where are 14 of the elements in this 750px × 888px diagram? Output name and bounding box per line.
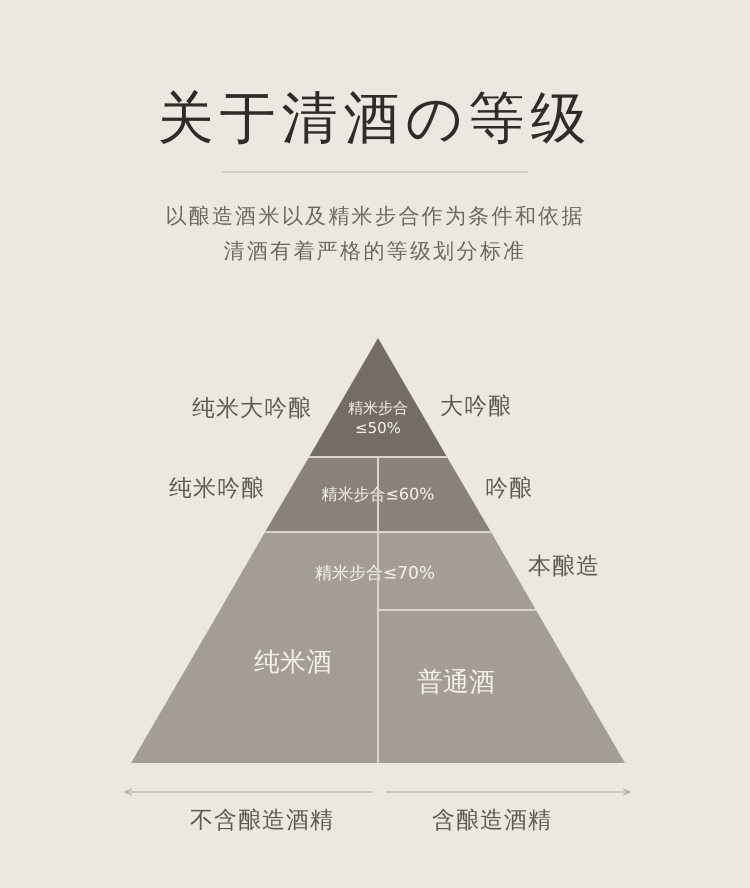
grade-label: 吟酿: [485, 474, 533, 504]
pyramid-tier: [378, 610, 625, 763]
title: 关于清酒の等级: [156, 85, 594, 153]
tier-label: 精米步合≤50%: [347, 398, 409, 438]
grade-label: 大吟酿: [440, 392, 512, 422]
tier-label: 纯米酒: [254, 646, 332, 680]
grade-label: 纯米吟酿: [169, 474, 265, 504]
pyramid-tier: [131, 610, 378, 763]
grade-label: 本酿造: [528, 552, 600, 582]
subtitle: 以酿造酒米以及精米步合作为条件和依据清酒有着严格的等级划分标准: [164, 203, 586, 265]
tier-label: 普通酒: [417, 666, 495, 700]
category-label: 不含酿造酒精: [190, 806, 334, 836]
category-label: 含酿造酒精: [432, 806, 552, 836]
grade-label: 纯米大吟酿: [192, 394, 312, 424]
